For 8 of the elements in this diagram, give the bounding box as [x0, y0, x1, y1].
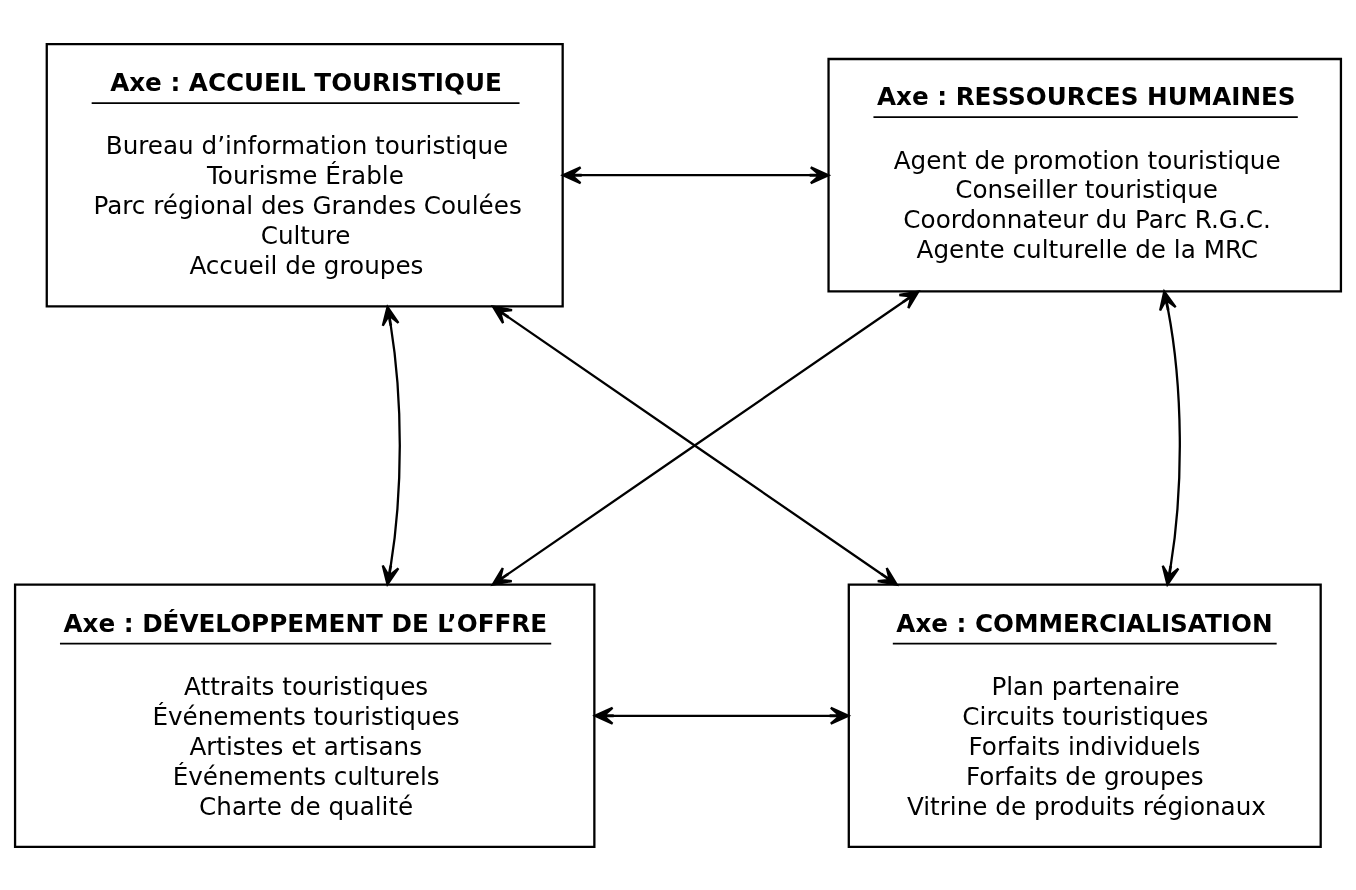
arrow	[561, 165, 830, 184]
node-box: Axe : ACCUEIL TOURISTIQUE Bureau d’information touristique Tourisme Érable Parc régional des Grandes Coulées Culture Accueil de groupes	[45, 42, 564, 308]
arrow	[1158, 289, 1181, 586]
node-box: Axe : DÉVELOPPEMENT DE L’OFFRE Attraits touristiques Événements touristiques Artistes et artisans Événements culturels Charte de qualité	[13, 582, 596, 848]
node-box: Axe : COMMERCIALISATION Plan partenaire Circuits touristiques Forfaits individuels Forfaits de groupes Vitrine de produits régionaux	[847, 582, 1322, 848]
node-box: Axe : RESSOURCES HUMAINES Agent de promotion touristique Conseiller touristique Coordonnateur du Parc R.G.C. Agente culturelle de la MRC	[827, 57, 1343, 293]
arrow	[593, 706, 850, 725]
arrow	[381, 305, 401, 585]
